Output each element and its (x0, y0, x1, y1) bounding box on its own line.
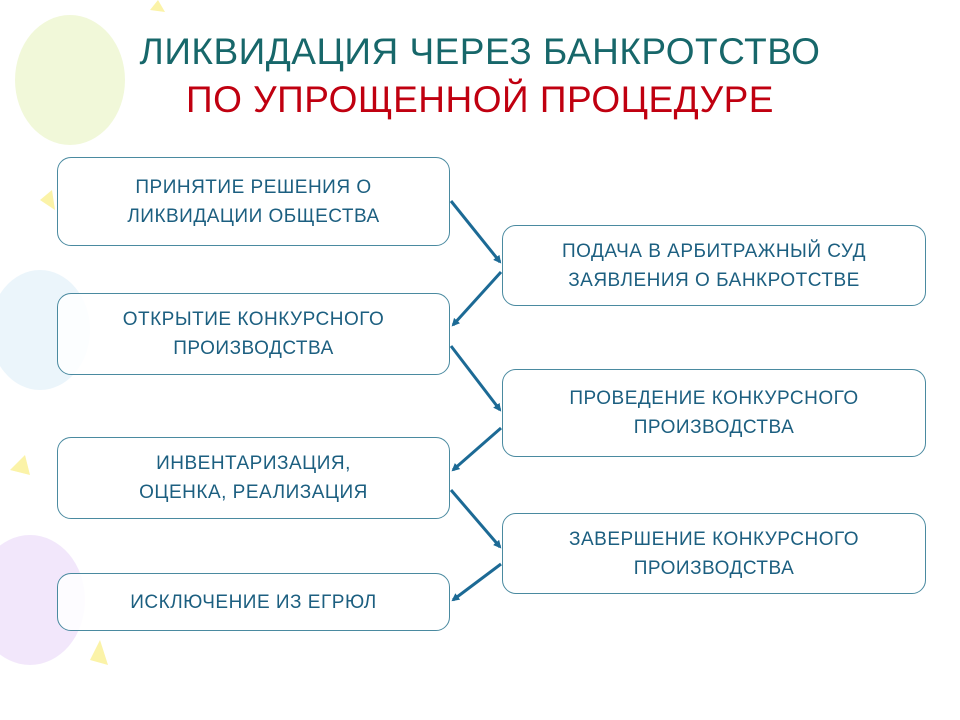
title-line-1: ЛИКВИДАЦИЯ ЧЕРЕЗ БАНКРОТСТВО (139, 31, 821, 72)
step-inventory: ИНВЕНТАРИЗАЦИЯ, ОЦЕНКА, РЕАЛИЗАЦИЯ (57, 437, 450, 519)
step-text: ПРОИЗВОДСТВА (633, 557, 795, 579)
step-text: ИСКЛЮЧЕНИЕ ИЗ ЕГРЮЛ (130, 591, 377, 613)
step-opening: ОТКРЫТИЕ КОНКУРСНОГО ПРОИЗВОДСТВА (57, 293, 450, 375)
step-text: ОЦЕНКА, РЕАЛИЗАЦИЯ (139, 482, 368, 503)
step-text: ПРОИЗВОДСТВА (173, 338, 334, 359)
step-text: ОТКРЫТИЕ КОНКУРСНОГО (122, 309, 385, 330)
step-exclusion: ИСКЛЮЧЕНИЕ ИЗ ЕГРЮЛ (57, 573, 450, 631)
step-decision: ПРИНЯТИЕ РЕШЕНИЯ О ЛИКВИДАЦИИ ОБЩЕСТВА (57, 157, 450, 246)
step-court-filing: ПОДАЧА В АРБИТРАЖНЫЙ СУД ЗАЯВЛЕНИЯ О БАНК… (502, 225, 926, 306)
step-text: ЗАВЕРШЕНИЕ КОНКУРСНОГО (569, 528, 859, 550)
title-line-2: ПО УПРОЩЕННОЙ ПРОЦЕДУРЕ (186, 79, 774, 120)
step-text: ПРИНЯТИЕ РЕШЕНИЯ О (135, 176, 372, 198)
step-completion: ЗАВЕРШЕНИЕ КОНКУРСНОГО ПРОИЗВОДСТВА (502, 513, 926, 594)
step-text: ПРОВЕДЕНИЕ КОНКУРСНОГО (569, 388, 859, 409)
step-text: ЗАЯВЛЕНИЯ О БАНКРОТСТВЕ (568, 269, 860, 291)
step-text: ПРОИЗВОДСТВА (633, 417, 795, 438)
step-text: ПОДАЧА В АРБИТРАЖНЫЙ СУД (562, 240, 866, 262)
step-text: ИНВЕНТАРИЗАЦИЯ, (156, 453, 351, 474)
step-conducting: ПРОВЕДЕНИЕ КОНКУРСНОГО ПРОИЗВОДСТВА (502, 369, 926, 457)
step-text: ЛИКВИДАЦИИ ОБЩЕСТВА (127, 205, 380, 227)
